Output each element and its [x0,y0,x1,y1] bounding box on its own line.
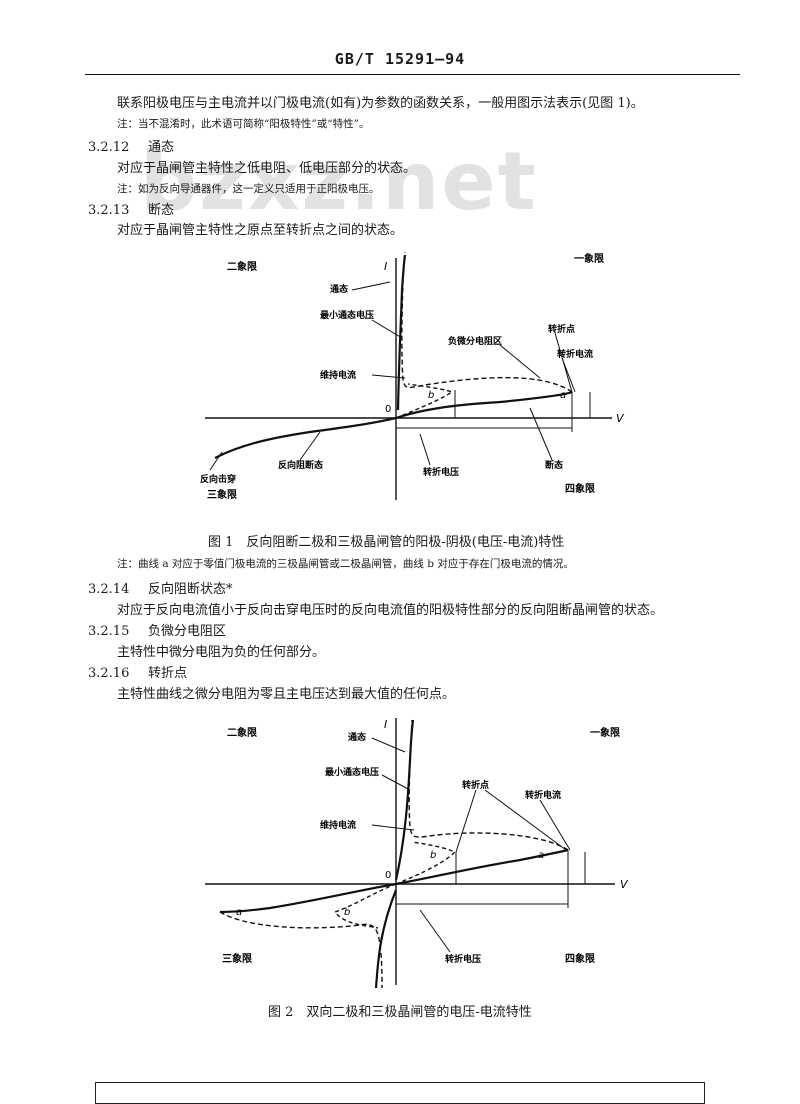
breakover-current-label: 转折电流 [525,789,561,801]
section-number: 3.2.16 [88,666,130,681]
q3-label: 三象限 [222,952,253,965]
curve-b [395,383,454,419]
leader-holding-current [371,374,406,379]
on-state-curve [394,719,415,881]
section-definition: 对应于晶闸管主特性之原点至转折点之间的状态。 [117,223,404,238]
figure-2-caption: 图 2 双向二极和三极晶闸管的电压-电流特性 [268,1005,532,1020]
origin-label: 0 [385,870,391,881]
breakover-voltage-label: 转折电压 [423,466,459,478]
section-title: 断态 [148,203,175,218]
figure-1-diagram: 二象限 一象限 三象限 四象限 I V 0 通态 最小通态电压 维持电流 负微分… [200,251,625,501]
leader-neg-diff [499,344,541,379]
on-state-label: 通态 [348,731,366,743]
leader-breakover-point [484,789,567,851]
leader-on-state [351,281,391,291]
figure-2-diagram: 二象限 一象限 三象限 四象限 I V 0 通态 最小通态电压 维持电流 转折点… [205,718,629,989]
note-characteristic: 注：当不混淆时，此术语可简称“阳极特性”或“特性”。 [117,118,370,130]
leader-breakover-point-b [455,789,477,853]
leader-min-on-voltage [371,319,403,339]
i-axis-label: I [384,260,387,273]
section-3-2-14: 3.2.14 反向阻断状态* [88,578,233,597]
curve-a-negative-resistance [401,251,573,393]
q4-label: 四象限 [565,952,596,965]
figure-1-caption: 图 1 反向阻断二极和三极晶闸管的阳极-阴极(电压-电流)特性 [208,535,565,550]
leader-breakover-current [539,799,571,851]
breakover-point-label: 转折点 [462,779,489,791]
curve-b-reverse-label: b [344,907,350,918]
q2-label: 二象限 [227,260,258,273]
curve-a-off-state [395,390,573,420]
reverse-breakdown-label: 反向击穿 [200,473,236,485]
q1-label: 一象限 [574,252,605,265]
section-title: 通态 [148,140,175,155]
on-state-label: 通态 [330,283,348,295]
curve-b-reverse [333,883,397,929]
min-on-voltage-label: 最小通态电压 [325,766,379,778]
leader-on-state [371,737,406,753]
section-3-2-12: 3.2.12 通态 [88,136,174,155]
curve-a-reverse-return [219,911,383,989]
header-rule [85,74,740,75]
standard-header: GB/T 15291—94 [334,50,466,68]
curve-a-label: a [560,390,566,401]
leader-reverse-breakdown [209,451,223,471]
holding-current-label: 维持电流 [320,819,356,831]
reverse-blocking-curve [214,416,397,459]
curve-a-forward [395,848,569,886]
q3-label: 三象限 [207,488,238,501]
off-state-label: 断态 [545,459,563,471]
curve-b-forward [395,841,457,885]
reverse-on-state-curve [374,889,398,989]
reverse-blocking-label: 反向阻断态 [278,459,323,471]
section-number: 3.2.12 [88,140,130,155]
section-title: 反向阻断状态* [148,582,233,597]
origin-label: 0 [385,404,391,415]
curve-b-label: b [430,850,436,861]
i-axis-label: I [384,718,387,731]
breakover-voltage-label: 转折电压 [445,953,481,965]
footer-box [95,1082,705,1104]
section-3-2-16: 3.2.16 转折点 [88,662,187,681]
section-definition: 对应于反向电流值小于反向击穿电压时的反向电流值的阳极特性部分的反向阻断晶闸管的状… [117,603,664,618]
leader-holding-current [371,824,415,831]
paragraph-characteristic: 联系阳极电压与主电流并以门极电流(如有)为参数的函数关系，一般用图示法表示(见图… [117,96,644,111]
q1-label: 一象限 [590,726,621,739]
watermark: bzxz.net [140,135,538,228]
leader-reverse-blocking [299,431,321,461]
leader-breakover-voltage [419,433,431,466]
section-note: 注：如为反向导通器件，这一定义只适用于正阳极电压。 [117,183,380,195]
neg-diff-region-label: 负微分电阻区 [448,335,502,347]
curve-b-label: b [428,390,434,401]
breakover-current-label: 转折电流 [557,348,593,360]
section-number: 3.2.13 [88,203,130,218]
section-number: 3.2.14 [88,582,130,597]
breakover-point-label: 转折点 [548,323,575,335]
curve-a-label: a [538,850,544,861]
section-title: 负微分电阻区 [148,624,227,639]
section-definition: 主特性曲线之微分电阻为零且主电压达到最大值的任何点。 [117,687,456,702]
leader-breakover-voltage [419,909,451,953]
v-axis-label: V [620,878,629,891]
holding-current-label: 维持电流 [320,369,356,381]
on-state-curve [396,254,407,411]
curve-a-reverse [219,882,397,914]
section-3-2-13: 3.2.13 断态 [88,199,174,218]
min-on-voltage-label: 最小通态电压 [320,309,374,321]
section-definition: 主特性中微分电阻为负的任何部分。 [117,645,326,660]
section-number: 3.2.15 [88,624,130,639]
section-definition: 对应于晶闸管主特性之低电阻、低电压部分的状态。 [117,161,417,176]
leader-min-on-voltage [381,774,411,791]
q2-label: 二象限 [227,726,258,739]
section-3-2-15: 3.2.15 负微分电阻区 [88,620,226,639]
leader-breakover-current [561,357,576,393]
v-axis-label: V [616,412,625,425]
leader-off-state [529,407,553,461]
figure-1-note: 注：曲线 a 对应于零值门极电流的三极晶闸管或二极晶闸管，曲线 b 对应于存在门… [117,558,574,570]
curve-a-reverse-label: a [236,907,242,918]
section-title: 转折点 [148,666,188,681]
q4-label: 四象限 [565,482,596,495]
